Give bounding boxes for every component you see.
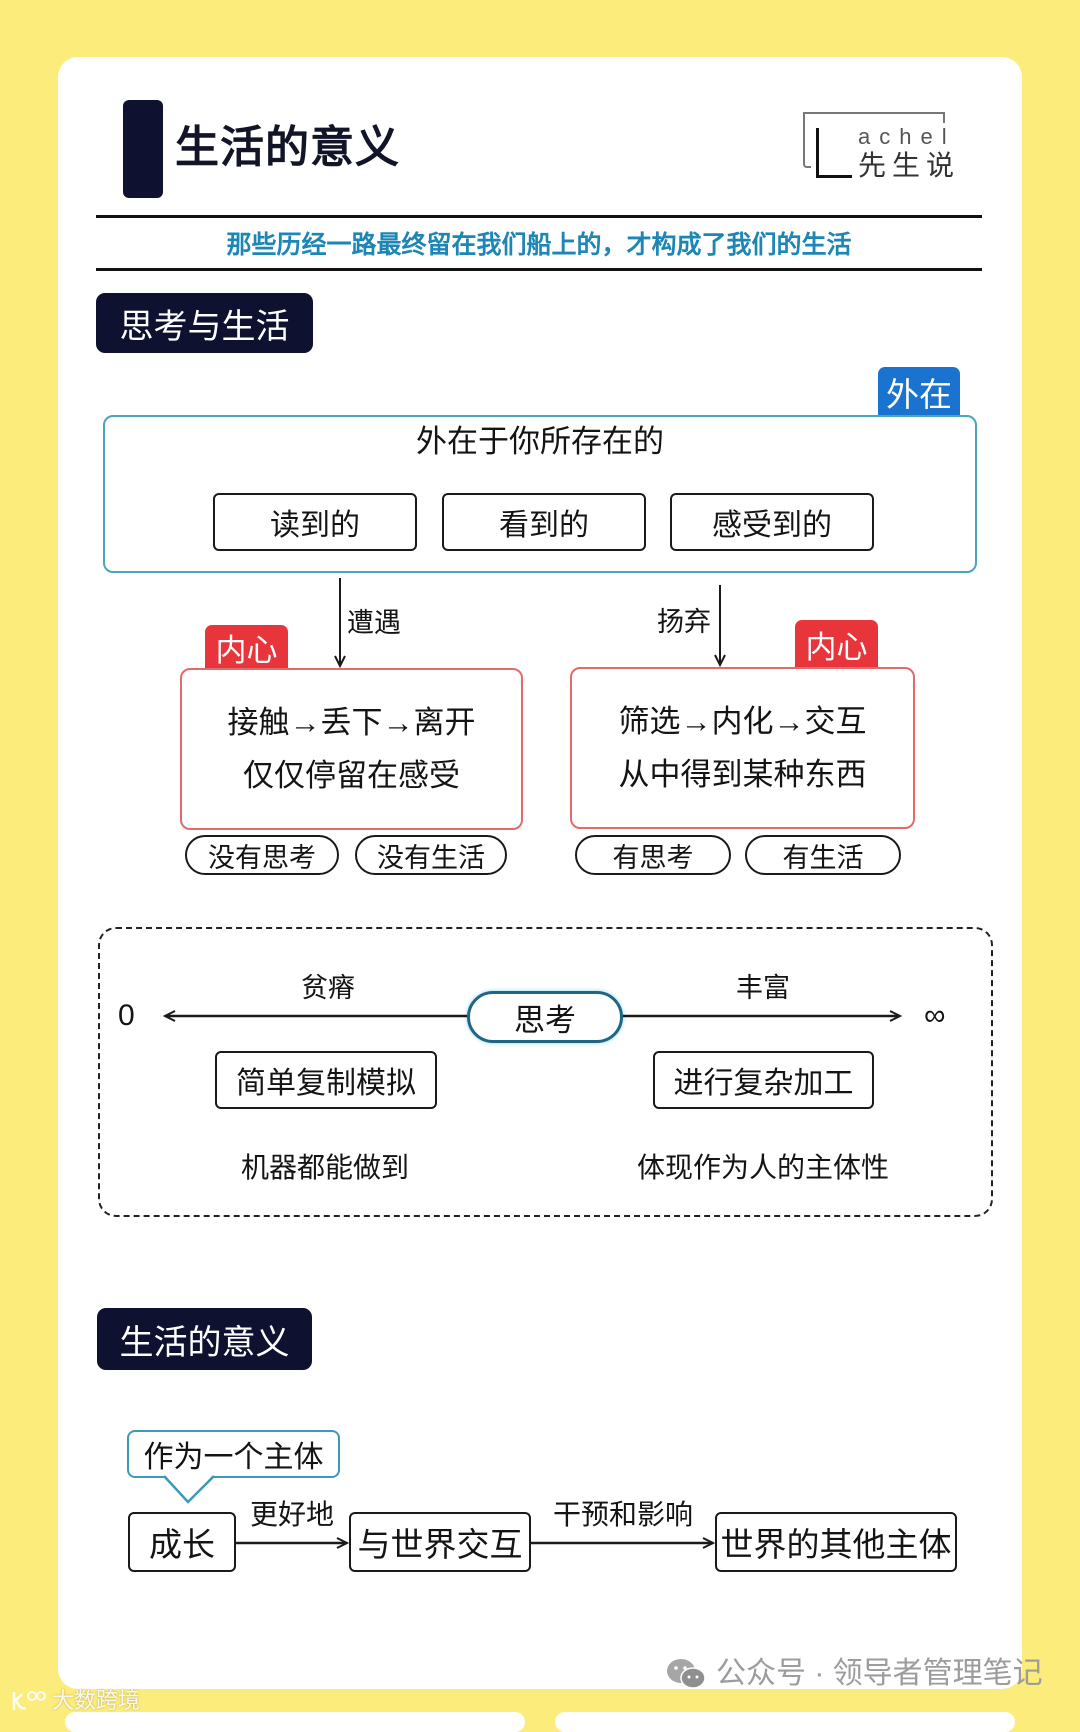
outcome-pill-has-thinking: 有思考 [575,835,731,875]
edge-label-intervene: 干预和影响 [553,1499,694,1530]
section-label-meaning-of-life: 生活的意义 [97,1308,312,1370]
spectrum-right-label: 丰富 [736,973,790,1003]
inner-box-right: 筛选→内化→交互 从中得到某种东西 [570,667,915,829]
logo-cjk-text: 先生说 [858,150,961,181]
logo-latin-text: achel [858,124,956,149]
external-tag: 外在 [878,367,960,417]
wechat-account-watermark: 公众号 · 领导者管理笔记 [716,1657,1043,1690]
inner-line: 从中得到某种东西 [618,757,867,792]
flow-node-interact-world: 与世界交互 [349,1512,531,1572]
external-box [103,415,977,573]
spectrum-right-box: 进行复杂加工 [653,1051,874,1109]
page-title: 生活的意义 [175,123,400,172]
corner-brand-watermark: 大数跨境 [52,1688,141,1713]
thinking-center-pill: 思考 [467,991,623,1043]
thinking-spectrum-frame [98,927,993,1217]
wechat-icon [667,1659,706,1689]
outcome-pill-no-life: 没有生活 [355,835,507,875]
spectrum-min: 0 [118,999,135,1032]
external-title: 外在于你所存在的 [416,424,664,459]
spectrum-max: ∞ [924,999,946,1032]
divider-top [96,215,982,218]
logo-l-mark-icon [816,175,852,178]
spectrum-left-note: 机器都能做到 [240,1152,409,1183]
next-card-peek-left [65,1712,525,1732]
logo-l-mark-icon [816,128,819,178]
arrow-label-encounter: 遭遇 [347,608,401,638]
subject-callout: 作为一个主体 [127,1430,340,1478]
logo-frame [943,112,945,123]
spectrum-left-label: 贫瘠 [301,973,355,1003]
brand-logo: achel 先生说 [803,112,963,182]
title-accent-bar [123,100,163,198]
brand-mark-icon [12,1691,46,1710]
inner-tag-left: 内心 [205,625,288,670]
inner-box-left: 接触→丢下→离开 仅仅停留在感受 [180,668,523,830]
logo-frame [803,112,811,168]
external-item-felt: 感受到的 [670,493,874,551]
outcome-pill-has-life: 有生活 [745,835,901,875]
inner-tag-right: 内心 [795,620,878,668]
external-item-seen: 看到的 [442,493,646,551]
spectrum-left-box: 简单复制模拟 [215,1051,437,1109]
divider-bottom [96,268,982,271]
outcome-pill-no-thinking: 没有思考 [185,835,339,875]
flow-node-other-subjects: 世界的其他主体 [715,1512,957,1572]
external-item-read: 读到的 [213,493,417,551]
next-card-peek-right [555,1712,1015,1732]
inner-line: 仅仅停留在感受 [243,758,460,793]
section-label-thinking-and-life: 思考与生活 [96,293,313,353]
arrow-label-sublate: 扬弃 [657,607,711,637]
flow-node-growth: 成长 [128,1512,236,1572]
spectrum-right-note: 体现作为人的主体性 [636,1152,889,1183]
inner-line: 接触→丢下→离开 [227,705,476,740]
edge-label-better: 更好地 [250,1499,335,1530]
logo-frame [803,112,945,114]
subtitle: 那些历经一路最终留在我们船上的，才构成了我们的生活 [226,231,852,259]
inner-line: 筛选→内化→交互 [618,704,867,739]
